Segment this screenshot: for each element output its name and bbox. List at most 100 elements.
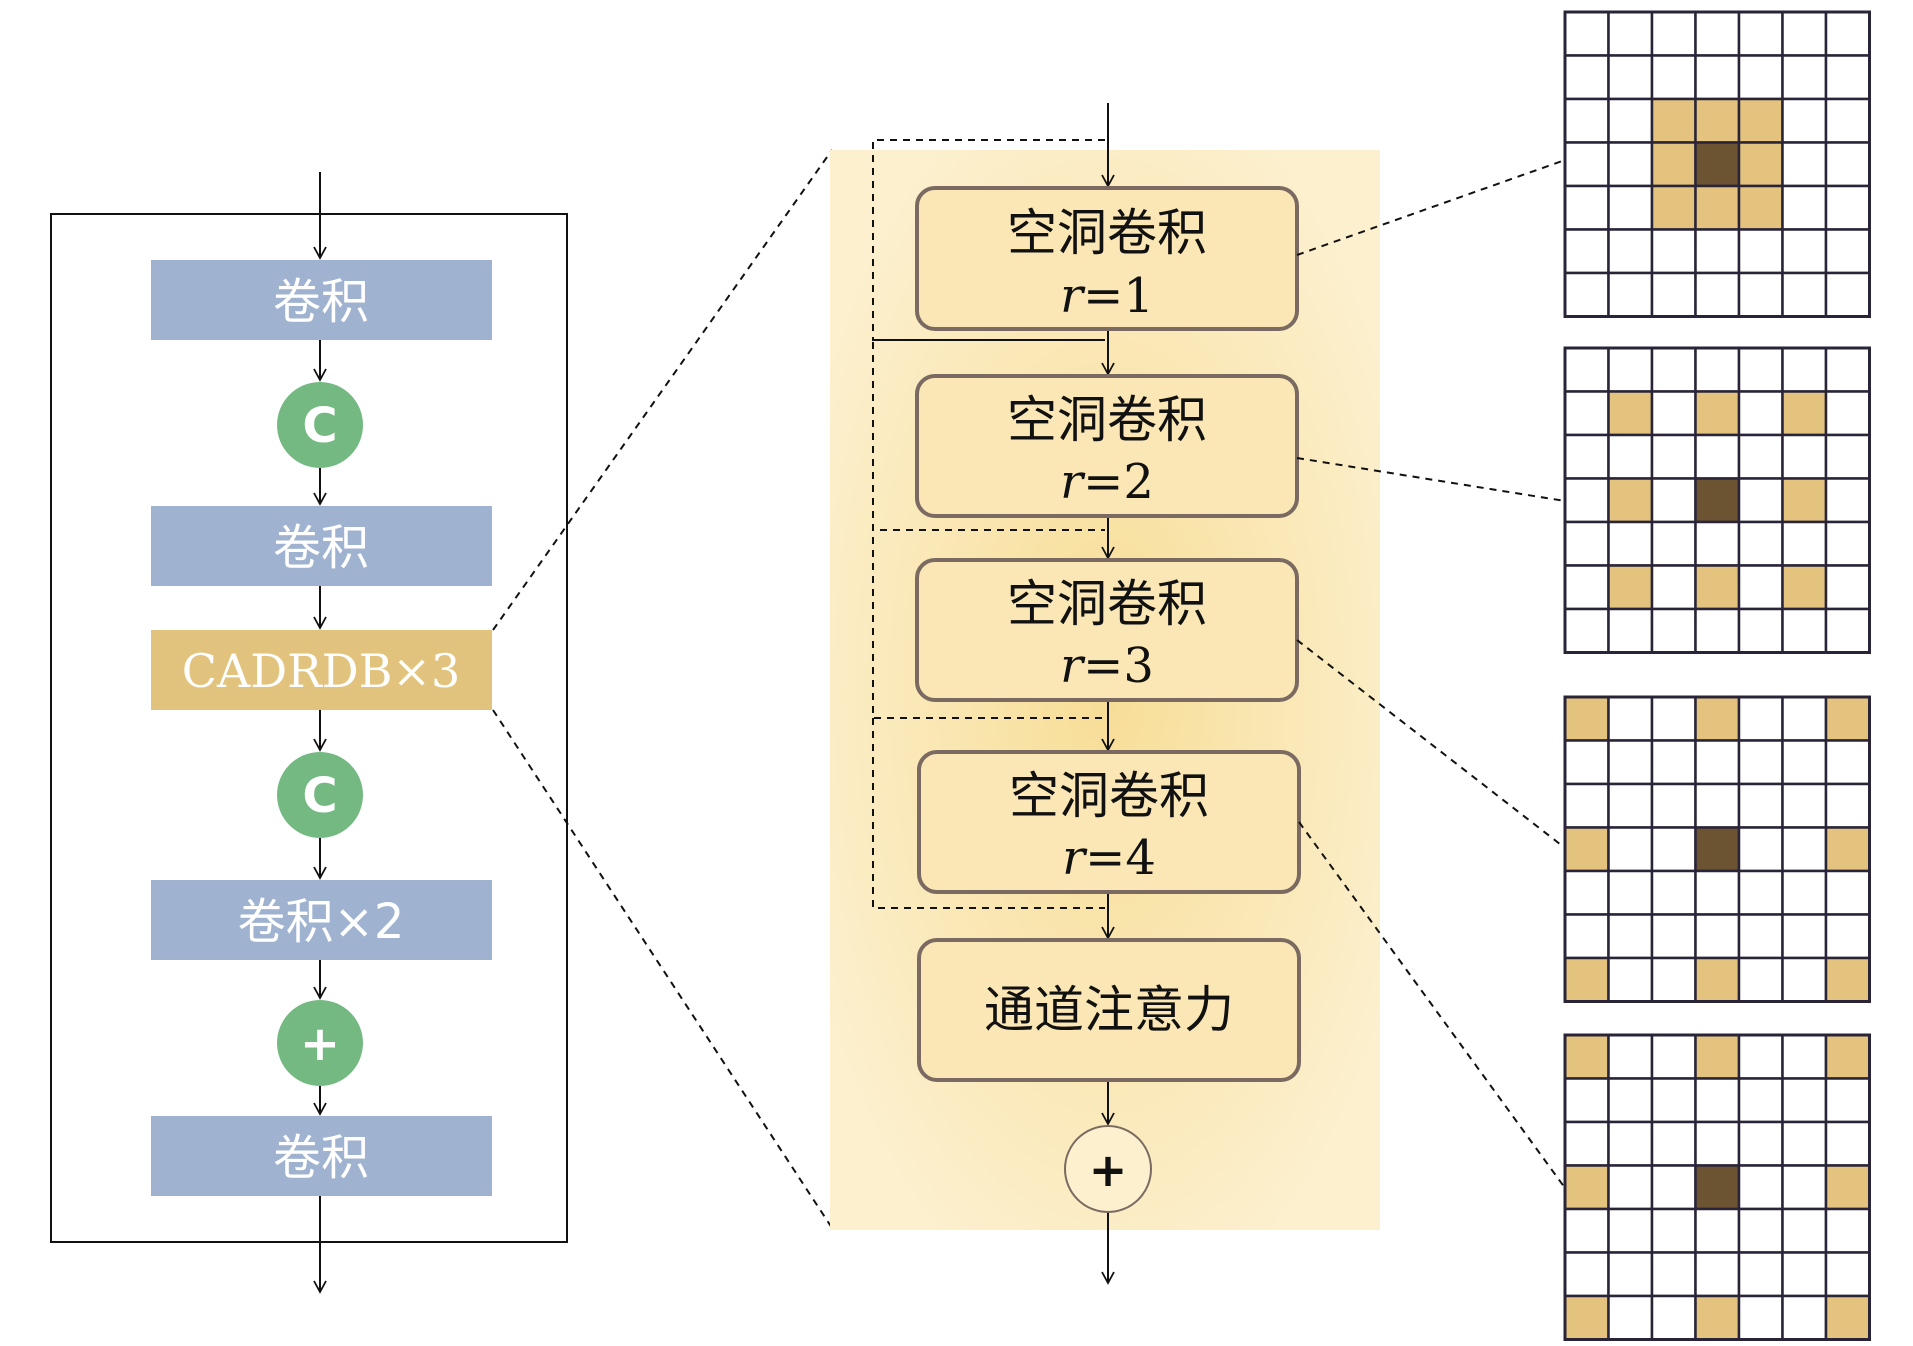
grid-cell bbox=[1824, 1077, 1871, 1124]
grid-cell bbox=[1650, 271, 1697, 318]
grid-cell-sampled bbox=[1824, 695, 1871, 742]
grid-cell-center bbox=[1694, 477, 1741, 524]
dilated-conv-r1: 空洞卷积 r=1 bbox=[915, 186, 1299, 331]
grid-cell-sampled bbox=[1563, 1164, 1610, 1211]
grid-cell bbox=[1650, 695, 1697, 742]
conv-block-mid-label: 卷积 bbox=[273, 520, 369, 576]
grid-cell bbox=[1650, 10, 1697, 57]
grid-cell-sampled bbox=[1694, 184, 1741, 231]
grid-cell bbox=[1694, 607, 1741, 654]
grid-cell bbox=[1694, 54, 1741, 101]
grid-cell bbox=[1563, 1251, 1610, 1298]
grid-cell bbox=[1694, 782, 1741, 829]
grid-cell bbox=[1824, 869, 1871, 916]
grid-cell bbox=[1824, 739, 1871, 786]
grid-cell bbox=[1694, 913, 1741, 960]
grid-cell bbox=[1737, 228, 1784, 275]
grid-cell-sampled bbox=[1563, 1033, 1610, 1080]
grid-cell bbox=[1650, 520, 1697, 567]
grid-cell bbox=[1824, 1120, 1871, 1167]
grid-cell bbox=[1607, 520, 1654, 567]
grid-cell-sampled bbox=[1563, 1294, 1610, 1341]
grid-cell bbox=[1737, 1077, 1784, 1124]
dilation-grid-r4 bbox=[1563, 1033, 1871, 1341]
grid-cell bbox=[1737, 607, 1784, 654]
grid-cell bbox=[1563, 228, 1610, 275]
grid-cell bbox=[1607, 97, 1654, 144]
grid-cell-sampled bbox=[1694, 564, 1741, 611]
grid-cell bbox=[1650, 956, 1697, 1003]
grid-cell bbox=[1563, 10, 1610, 57]
grid-cell bbox=[1607, 1294, 1654, 1341]
grid-cell bbox=[1607, 184, 1654, 231]
dilated-conv-r3-rate: r=3 bbox=[1060, 638, 1154, 694]
grid-cell-sampled bbox=[1650, 141, 1697, 188]
grid-cell bbox=[1737, 913, 1784, 960]
grid-cell bbox=[1781, 54, 1828, 101]
grid-cell bbox=[1694, 433, 1741, 480]
grid-cell bbox=[1737, 1164, 1784, 1211]
grid-cell bbox=[1563, 346, 1610, 393]
grid-cell bbox=[1694, 271, 1741, 318]
grid-cell-sampled bbox=[1607, 477, 1654, 524]
dilated-conv-r3-box bbox=[915, 558, 1299, 702]
grid-cell bbox=[1737, 869, 1784, 916]
grid-cell bbox=[1694, 1077, 1741, 1124]
grid-cell bbox=[1694, 1251, 1741, 1298]
grid-cell bbox=[1781, 869, 1828, 916]
grid-cell bbox=[1694, 346, 1741, 393]
conv-block-bottom bbox=[151, 1116, 492, 1196]
grid-cell bbox=[1824, 1207, 1871, 1254]
grid-cell-sampled bbox=[1607, 390, 1654, 437]
grid-cell bbox=[1650, 477, 1697, 524]
grid-cell-sampled bbox=[1824, 1164, 1871, 1211]
grid-cell bbox=[1737, 10, 1784, 57]
grid-cell bbox=[1737, 433, 1784, 480]
grid-cell bbox=[1781, 782, 1828, 829]
grid-cell bbox=[1607, 782, 1654, 829]
grid-cell-sampled bbox=[1563, 695, 1610, 742]
dilation-grid-r3 bbox=[1563, 695, 1871, 1003]
grid-cell bbox=[1563, 913, 1610, 960]
grid-cell-sampled bbox=[1694, 956, 1741, 1003]
grid-cell-sampled bbox=[1563, 826, 1610, 873]
grid-frame bbox=[1563, 695, 1871, 1003]
grid-cell bbox=[1824, 520, 1871, 567]
grid-cell bbox=[1563, 184, 1610, 231]
grid-cell bbox=[1824, 54, 1871, 101]
grid-cell bbox=[1781, 1294, 1828, 1341]
grid-cell bbox=[1650, 346, 1697, 393]
grid-cell bbox=[1781, 695, 1828, 742]
grid-cell bbox=[1650, 1077, 1697, 1124]
grid-cell bbox=[1650, 390, 1697, 437]
grid-cell bbox=[1607, 1033, 1654, 1080]
grid-cell bbox=[1737, 1207, 1784, 1254]
grid-cell bbox=[1563, 97, 1610, 144]
grid-cell-center bbox=[1694, 826, 1741, 873]
grid-cell bbox=[1781, 913, 1828, 960]
grid-cell bbox=[1607, 826, 1654, 873]
grid-cell bbox=[1607, 271, 1654, 318]
grid-cell-sampled bbox=[1650, 184, 1697, 231]
grid-cell bbox=[1824, 346, 1871, 393]
add-circle-left bbox=[277, 1000, 363, 1086]
zoom-line-bottom bbox=[492, 709, 833, 1229]
add-circle-detail-label: + bbox=[1089, 1143, 1128, 1197]
dilation-grid-r2 bbox=[1563, 346, 1871, 654]
grid-cell-sampled bbox=[1694, 695, 1741, 742]
grid-cell-sampled bbox=[1694, 1033, 1741, 1080]
grid-cell-sampled bbox=[1694, 390, 1741, 437]
grid-cell bbox=[1781, 520, 1828, 567]
grid-cell bbox=[1694, 10, 1741, 57]
grid-cell-sampled bbox=[1824, 1033, 1871, 1080]
cadrdb-block-label: CADRDB×3 bbox=[182, 644, 460, 698]
grid-connector-lines bbox=[1296, 159, 1566, 1189]
grid-cell bbox=[1737, 826, 1784, 873]
grid-cell bbox=[1607, 346, 1654, 393]
dilated-conv-r2: 空洞卷积 r=2 bbox=[915, 374, 1299, 518]
grid-cell bbox=[1781, 1077, 1828, 1124]
grid-cell bbox=[1781, 739, 1828, 786]
grid-cell bbox=[1650, 54, 1697, 101]
grid-cell bbox=[1781, 1120, 1828, 1167]
grid-cell bbox=[1607, 54, 1654, 101]
